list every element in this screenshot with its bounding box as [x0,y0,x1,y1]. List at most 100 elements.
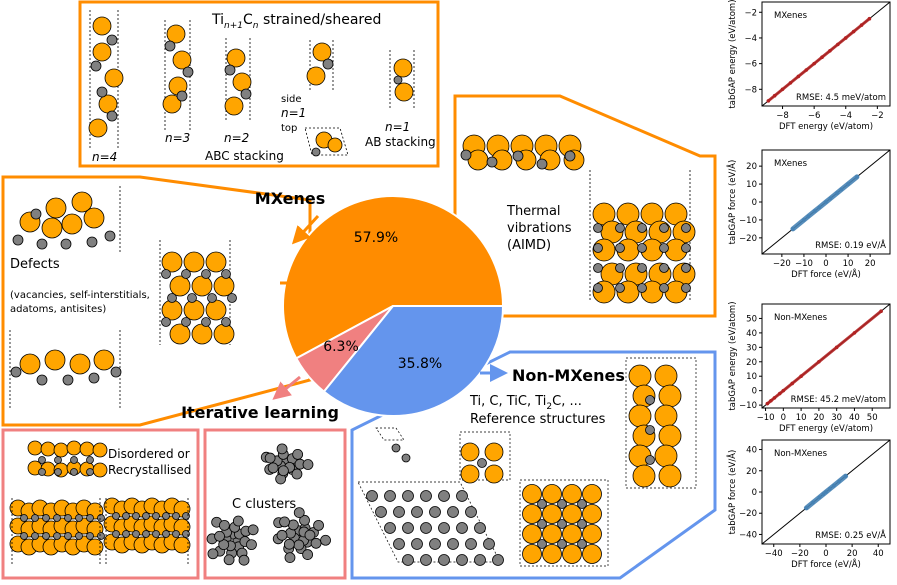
label-n1a: n=1 [281,106,306,120]
x-tick-label: 10 [796,413,807,423]
y-tick-label: 0 [752,488,757,498]
c-atom [240,88,252,100]
x-axis-label: DFT force (eV/Å) [791,268,861,280]
ti-atom [562,544,582,564]
c-atom [291,468,303,480]
ti-atom [169,323,191,345]
x-tick-label: 20 [813,413,824,423]
c-atom [393,506,405,518]
ti-atom [162,94,182,114]
y-tick-label: −4 [744,34,757,44]
data-point [802,218,806,222]
c-atom [276,529,288,541]
data-point [765,401,770,406]
data-point [772,396,777,400]
pie-pct-iterative: 6.3% [323,339,359,355]
c-atom [402,522,414,534]
c-atom [104,230,116,242]
c-atom [20,514,28,522]
plot-title: MXenes [774,159,808,169]
c-atom [564,150,576,162]
data-point [821,492,826,496]
defects-title: Defects [10,257,60,272]
c-atom [182,66,194,78]
ti-atom [205,251,227,273]
data-point [879,309,883,314]
c-atom [283,538,295,550]
x-tick-label: 20 [865,259,876,269]
c-atom [474,522,486,534]
ti-atom [312,42,332,62]
ref-cell-ti2c [519,479,609,567]
c-atom [90,60,102,72]
ti-atom [232,72,252,92]
c-atom [12,234,24,246]
c-atom [86,532,94,540]
ti-atom [92,42,112,62]
data-point [867,16,872,21]
label-abc: ABC stacking [205,149,284,163]
c-atom [447,538,459,550]
data-point [813,209,817,213]
label-side: side [281,94,302,105]
c-atom [310,537,322,549]
c-atom [246,539,257,551]
c-atom [429,506,441,518]
data-point [777,391,782,396]
c-atom [60,238,72,250]
data-point [796,74,801,79]
c-atom [474,554,486,566]
c-atom [486,156,498,168]
ti-atom [460,442,480,462]
defects-subtitle-2: adatoms, antisites) [10,304,106,315]
c-atom [31,514,39,522]
data-point [804,68,809,72]
ti-atom [98,94,118,114]
ti-atom [327,137,343,153]
non-mxenes-panel [350,350,717,580]
ti-atom [92,16,112,36]
c-atom [247,524,259,536]
atom-structure-illustrations [9,10,697,567]
data-point [769,398,773,403]
ti-atom [191,323,213,345]
data-point [820,55,824,60]
c-atom [302,549,314,560]
y-axis-label: tabGAP force (eV/Å) [726,450,738,535]
c-atom [75,532,83,540]
c-atom [659,263,669,273]
c-atom [162,530,170,538]
c-atom [36,238,48,250]
c-atom [64,532,72,540]
data-point [788,81,793,85]
c-atom [557,519,567,529]
top-view-cell [304,127,349,156]
c-atom [645,425,655,435]
c-atom [122,530,130,538]
arrow-to-iterative [272,375,301,400]
c-atom [645,455,655,465]
c-atom [70,456,78,464]
y-tick-label: 50 [746,314,757,324]
c-atom [152,512,160,520]
plot-title: MXenes [774,11,808,21]
x-tick-label: −10 [757,413,775,423]
ti-atom [306,66,326,86]
c-atom [637,223,647,233]
c-atom [53,532,61,540]
c-atom [477,458,487,468]
c-atom [201,317,211,327]
c-atom [224,64,236,76]
c-atom [302,459,314,470]
c-atom [214,530,225,542]
x-tick-label: −40 [765,549,783,559]
c-atom [460,149,472,161]
c-atom [96,86,108,98]
data-point [824,490,828,494]
y-tick-label: 30 [746,343,757,353]
y-tick-label: 40 [746,446,757,456]
y-tick-label: 10 [746,372,757,382]
disordered-panel [1,428,200,580]
c-atom [54,468,62,476]
ti-atom [628,404,652,428]
